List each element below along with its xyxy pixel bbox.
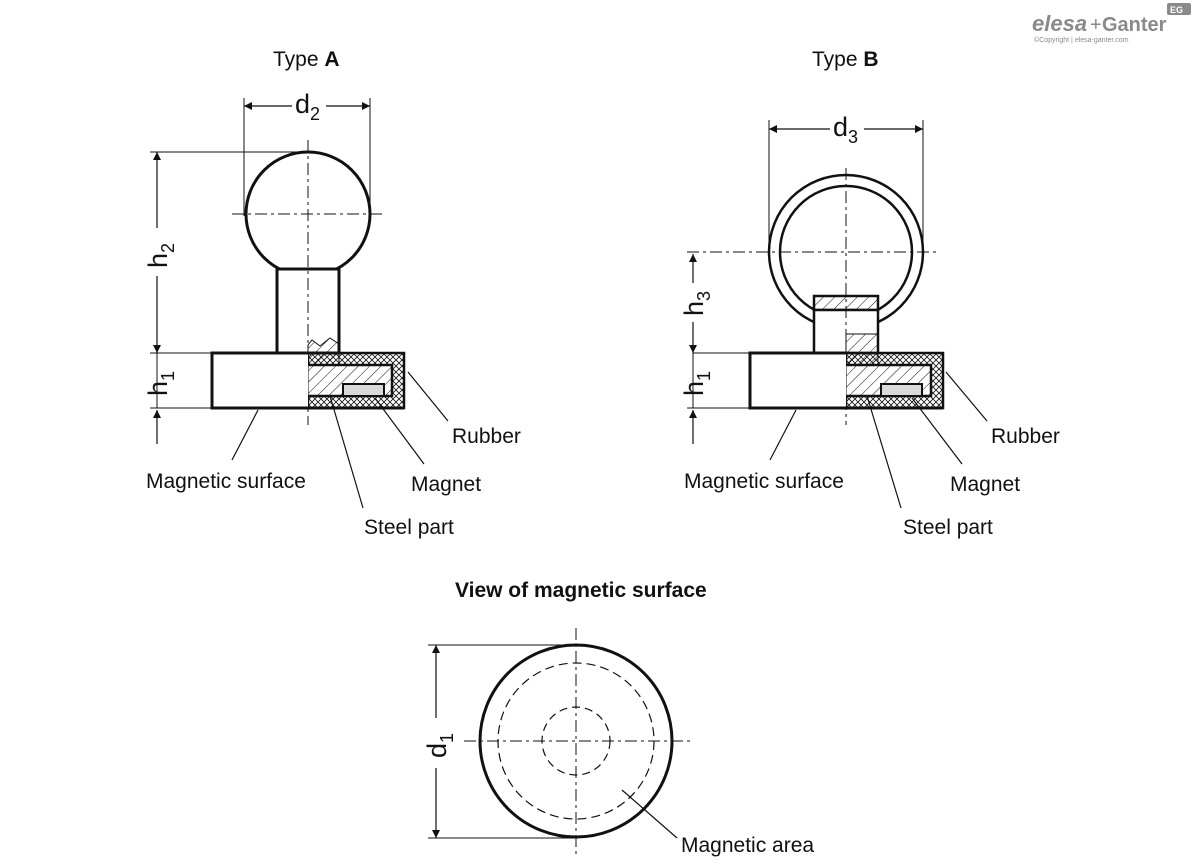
magnet-section-b: [880, 383, 923, 397]
label-magnet-a: Magnet: [411, 473, 481, 496]
base-body: [210, 351, 308, 410]
logo-badge-icon: [1167, 3, 1191, 15]
logo-brand-left: elesa: [1032, 11, 1087, 36]
magnetic-surface-view: View of magnetic surface d1 Magnetic are…: [422, 579, 814, 857]
dim-label-d1: d1: [422, 733, 457, 758]
base-body-b: [748, 351, 846, 410]
label-magnetic-surface-a: Magnetic surface: [146, 470, 306, 493]
label-steel-part-b: Steel part: [903, 516, 993, 539]
dimension-d2: d2: [243, 89, 371, 216]
type-a-drawing: Type A d2 h2 h1: [143, 48, 521, 539]
type-a-title: Type A: [273, 48, 340, 71]
logo-brand-right: Ganter: [1102, 14, 1167, 36]
dim-label-h3: h3: [679, 291, 714, 316]
dim-label-h1-b: h1: [679, 371, 714, 396]
dim-label-d2: d2: [295, 89, 320, 124]
dimension-h1-b: h1: [679, 353, 750, 444]
dim-label-h1-a: h1: [143, 371, 178, 396]
label-magnetic-area: Magnetic area: [681, 834, 814, 857]
brand-logo: elesa + Ganter EG ©Copyright | elesa-gan…: [1032, 3, 1191, 44]
dim-label-h2: h2: [143, 243, 178, 268]
label-rubber-b: Rubber: [991, 425, 1060, 448]
dimension-h2: h2: [143, 151, 308, 354]
logo-plus: +: [1090, 14, 1102, 36]
magnet-section: [342, 383, 385, 397]
type-b-title: Type B: [812, 48, 879, 71]
logo-badge-text: EG: [1170, 5, 1183, 15]
label-steel-part-a: Steel part: [364, 516, 454, 539]
label-magnetic-surface-b: Magnetic surface: [684, 470, 844, 493]
logo-copyright: ©Copyright | elesa-ganter.com: [1034, 36, 1129, 44]
label-magnet-b: Magnet: [950, 473, 1020, 496]
label-rubber-a: Rubber: [452, 425, 521, 448]
view-title: View of magnetic surface: [455, 579, 707, 602]
type-b-drawing: Type B d3 h3 h1: [679, 48, 1060, 539]
dimension-h1-a: h1: [143, 353, 212, 444]
dim-label-d3: d3: [833, 112, 858, 147]
dimension-h3: h3: [679, 254, 750, 354]
dimension-d1: d1: [422, 644, 578, 839]
dimension-d3: d3: [768, 112, 924, 250]
